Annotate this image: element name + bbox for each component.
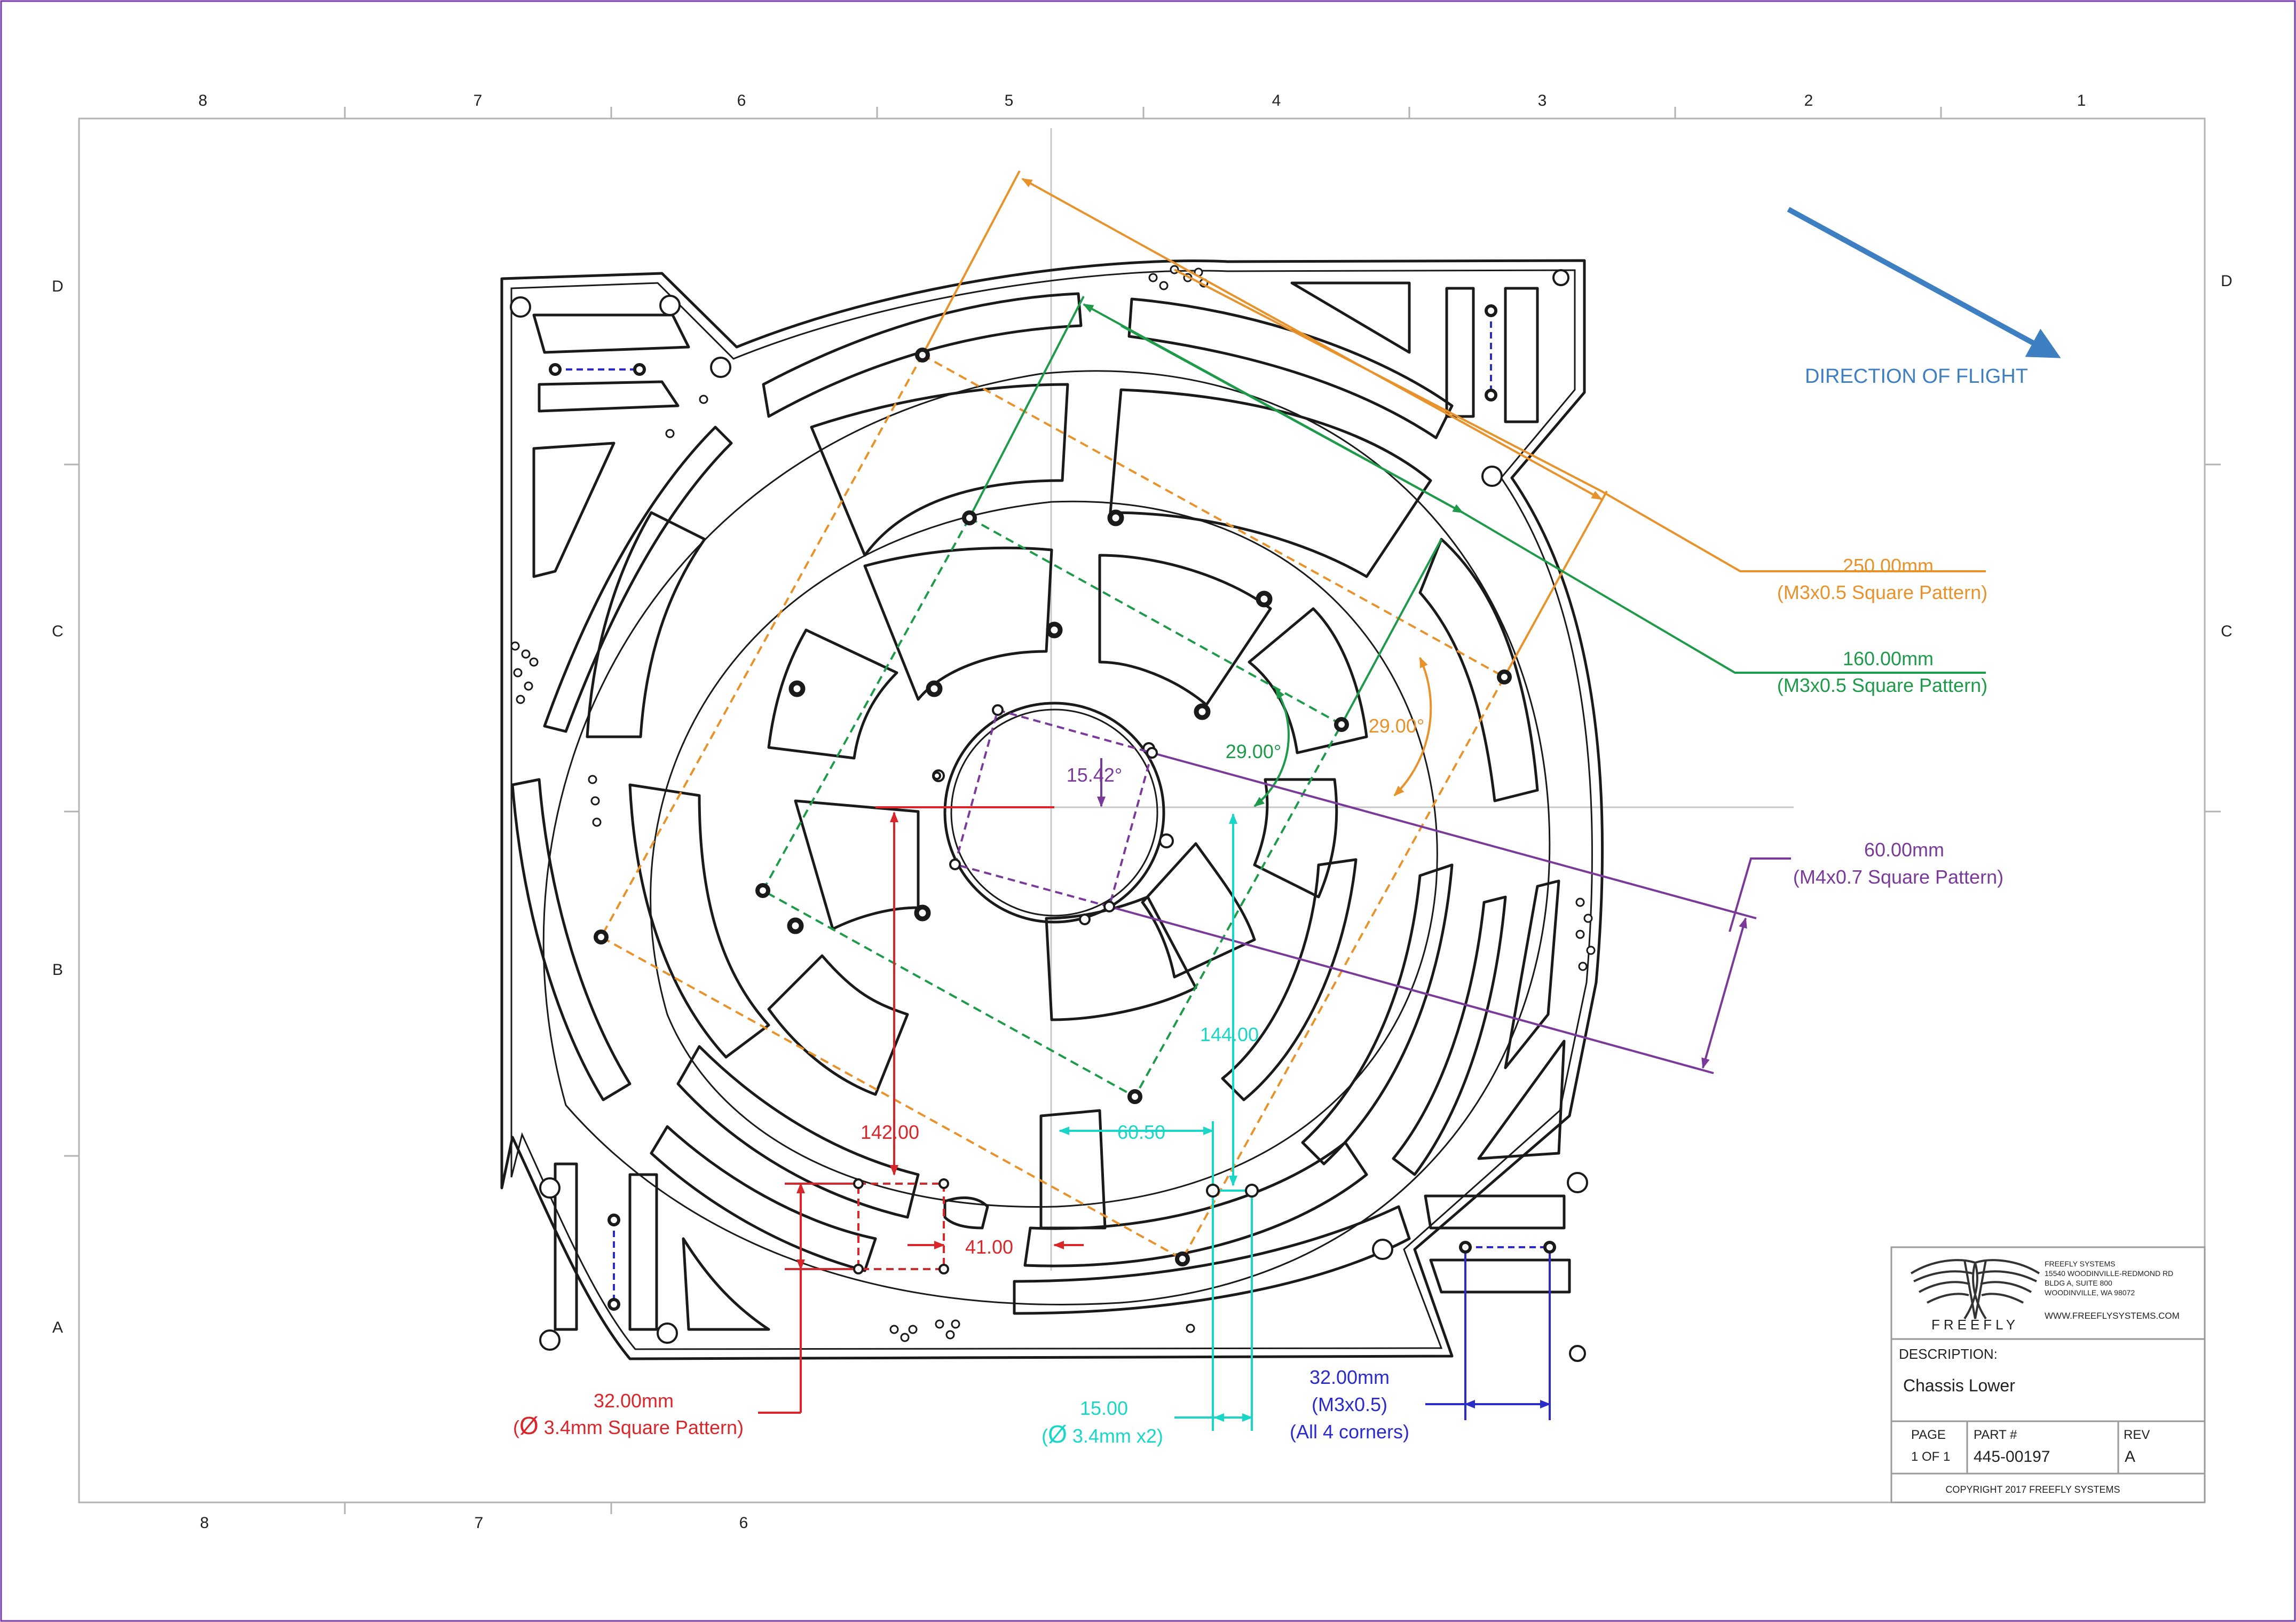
center-hub-inner (950, 708, 1158, 917)
page-label: PAGE (1911, 1428, 1946, 1442)
blue-thread: (M3x0.5) (1312, 1393, 1387, 1415)
orange-angle: 29.00° (1369, 715, 1424, 737)
zone-col-label: 8 (199, 92, 208, 109)
title-block: FREEFLY FREEFLY SYSTEMS 15540 WOODINVILL… (1890, 1246, 2206, 1503)
cyan-holes (1206, 1184, 1259, 1198)
blue-value: 32.00mm (1309, 1366, 1390, 1388)
red-note: (Ø 3.4mm Square Pattern) (513, 1412, 744, 1439)
green-value: 160.00mm (1843, 648, 1934, 670)
description-value: Chassis Lower (1903, 1376, 2015, 1395)
company-website: WWW.FREEFLYSYSTEMS.COM (2045, 1311, 2180, 1321)
zone-col-label: 3 (1538, 92, 1547, 109)
cyan-vertical-dim: 144.00 (1200, 1023, 1259, 1045)
zone-row-label: C (52, 623, 64, 640)
zone-col-label: 7 (474, 92, 483, 109)
zone-col-label: 4 (1272, 92, 1281, 109)
outer-ring (542, 370, 1551, 1305)
zone-row-label: B (52, 961, 63, 979)
green-pattern-holes (755, 510, 1349, 1104)
orange-pattern (599, 170, 1986, 1261)
zone-col-label: 6 (739, 1514, 748, 1532)
diameter-symbol: Ø (519, 1412, 539, 1439)
part-number-label: PART # (1974, 1428, 2017, 1442)
company-address-line: BLDG A, SUITE 800 (2045, 1279, 2112, 1287)
diameter-symbol: Ø (1048, 1420, 1067, 1448)
mid-ring (650, 500, 1438, 1208)
company-wordmark: FREEFLY (1931, 1317, 2019, 1333)
zone-col-label: 8 (200, 1514, 209, 1532)
cyan-note: (Ø 3.4mm x2) (1042, 1420, 1163, 1448)
zone-labels: 8 7 6 5 4 3 2 1 8 7 6 D C B A D C (52, 92, 2232, 1532)
blue-holes (549, 304, 1556, 1311)
drawing-border (78, 117, 2206, 1503)
red-value: 32.00mm (594, 1390, 674, 1412)
blue-note: (All 4 corners) (1290, 1421, 1409, 1443)
green-note: (M3x0.5 Square Pattern) (1777, 674, 1987, 696)
zone-row-label: D (52, 278, 64, 295)
flight-direction-arrow (1787, 207, 2061, 358)
red-pattern-holes (853, 1178, 949, 1274)
green-pattern (761, 296, 1986, 1098)
freefly-logo-icon (1910, 1259, 2040, 1320)
zone-col-label: 7 (475, 1514, 484, 1532)
blue-dimensions (555, 311, 1551, 1420)
purple-pattern-holes (949, 704, 1158, 925)
company-address-line: 15540 WOODINVILLE-REDMOND RD (2045, 1269, 2173, 1278)
part-outline-inner (510, 269, 1593, 1350)
flight-direction-label: DIRECTION OF FLIGHT (1805, 365, 2028, 388)
zone-col-label: 5 (1005, 92, 1014, 109)
zone-row-label: A (52, 1319, 63, 1336)
orange-value: 250.00mm (1843, 555, 1934, 577)
copyright: COPYRIGHT 2017 FREEFLY SYSTEMS (1945, 1484, 2120, 1495)
description-label: DESCRIPTION: (1899, 1346, 1998, 1362)
hole-clusters (510, 265, 1596, 1342)
cyan-horizontal-dim: 60.50 (1117, 1121, 1165, 1143)
cyan-dimensions (1059, 813, 1253, 1431)
cyan-value: 15.00 (1080, 1397, 1128, 1419)
zone-row-label: C (2221, 623, 2232, 640)
orange-note: (M3x0.5 Square Pattern) (1777, 581, 1987, 603)
purple-angle: 15.42° (1067, 764, 1122, 786)
purple-note: (M4x0.7 Square Pattern) (1793, 866, 2003, 888)
chassis-part (500, 259, 1604, 1362)
company-address-line: WOODINVILLE, WA 98072 (2045, 1288, 2135, 1297)
red-horizontal-dim: 41.00 (965, 1236, 1013, 1258)
red-dimensions (758, 806, 1084, 1414)
revision-value: A (2125, 1448, 2135, 1466)
zone-col-label: 6 (737, 92, 746, 109)
zone-col-label: 1 (2077, 92, 2086, 109)
center-hub (943, 702, 1165, 924)
zone-row-label: D (2221, 272, 2232, 290)
part-outline (500, 259, 1604, 1360)
company-address-line: FREEFLY SYSTEMS (2045, 1259, 2116, 1268)
green-angle: 29.00° (1226, 741, 1281, 762)
orange-pattern-holes (594, 348, 1512, 1266)
revision-label: REV (2124, 1428, 2150, 1442)
zone-col-label: 2 (1804, 92, 1813, 109)
page-value: 1 OF 1 (1911, 1450, 1950, 1464)
red-vertical-dim: 142.00 (861, 1121, 919, 1143)
part-number-value: 445-00197 (1974, 1448, 2050, 1466)
dimension-labels: 250.00mm (M3x0.5 Square Pattern) 29.00° … (513, 555, 2003, 1448)
purple-value: 60.00mm (1864, 839, 1944, 861)
zone-ticks (64, 107, 2221, 1514)
